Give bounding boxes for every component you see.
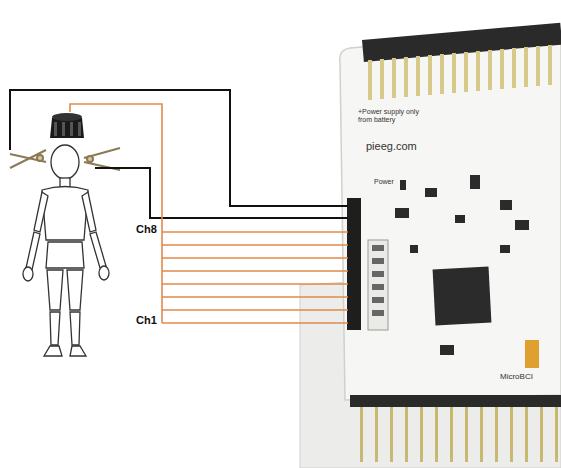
board-url: pieeg.com <box>366 140 417 153</box>
board-name: MicroBCI <box>500 372 533 381</box>
board-note: +Power supply only from battery <box>358 108 428 124</box>
pcb-board <box>340 30 561 400</box>
cup-electrode <box>50 113 84 138</box>
mannequin-figure <box>23 145 109 356</box>
pin-label: Power <box>374 178 394 186</box>
wires <box>10 90 348 323</box>
channel-label: Ch8 <box>136 223 157 236</box>
channel-label: Ch1 <box>136 314 157 327</box>
ear-clip <box>10 148 120 170</box>
electrode-header <box>347 198 388 330</box>
components <box>395 175 539 368</box>
top-header <box>362 23 561 100</box>
bottom-header <box>350 395 561 462</box>
